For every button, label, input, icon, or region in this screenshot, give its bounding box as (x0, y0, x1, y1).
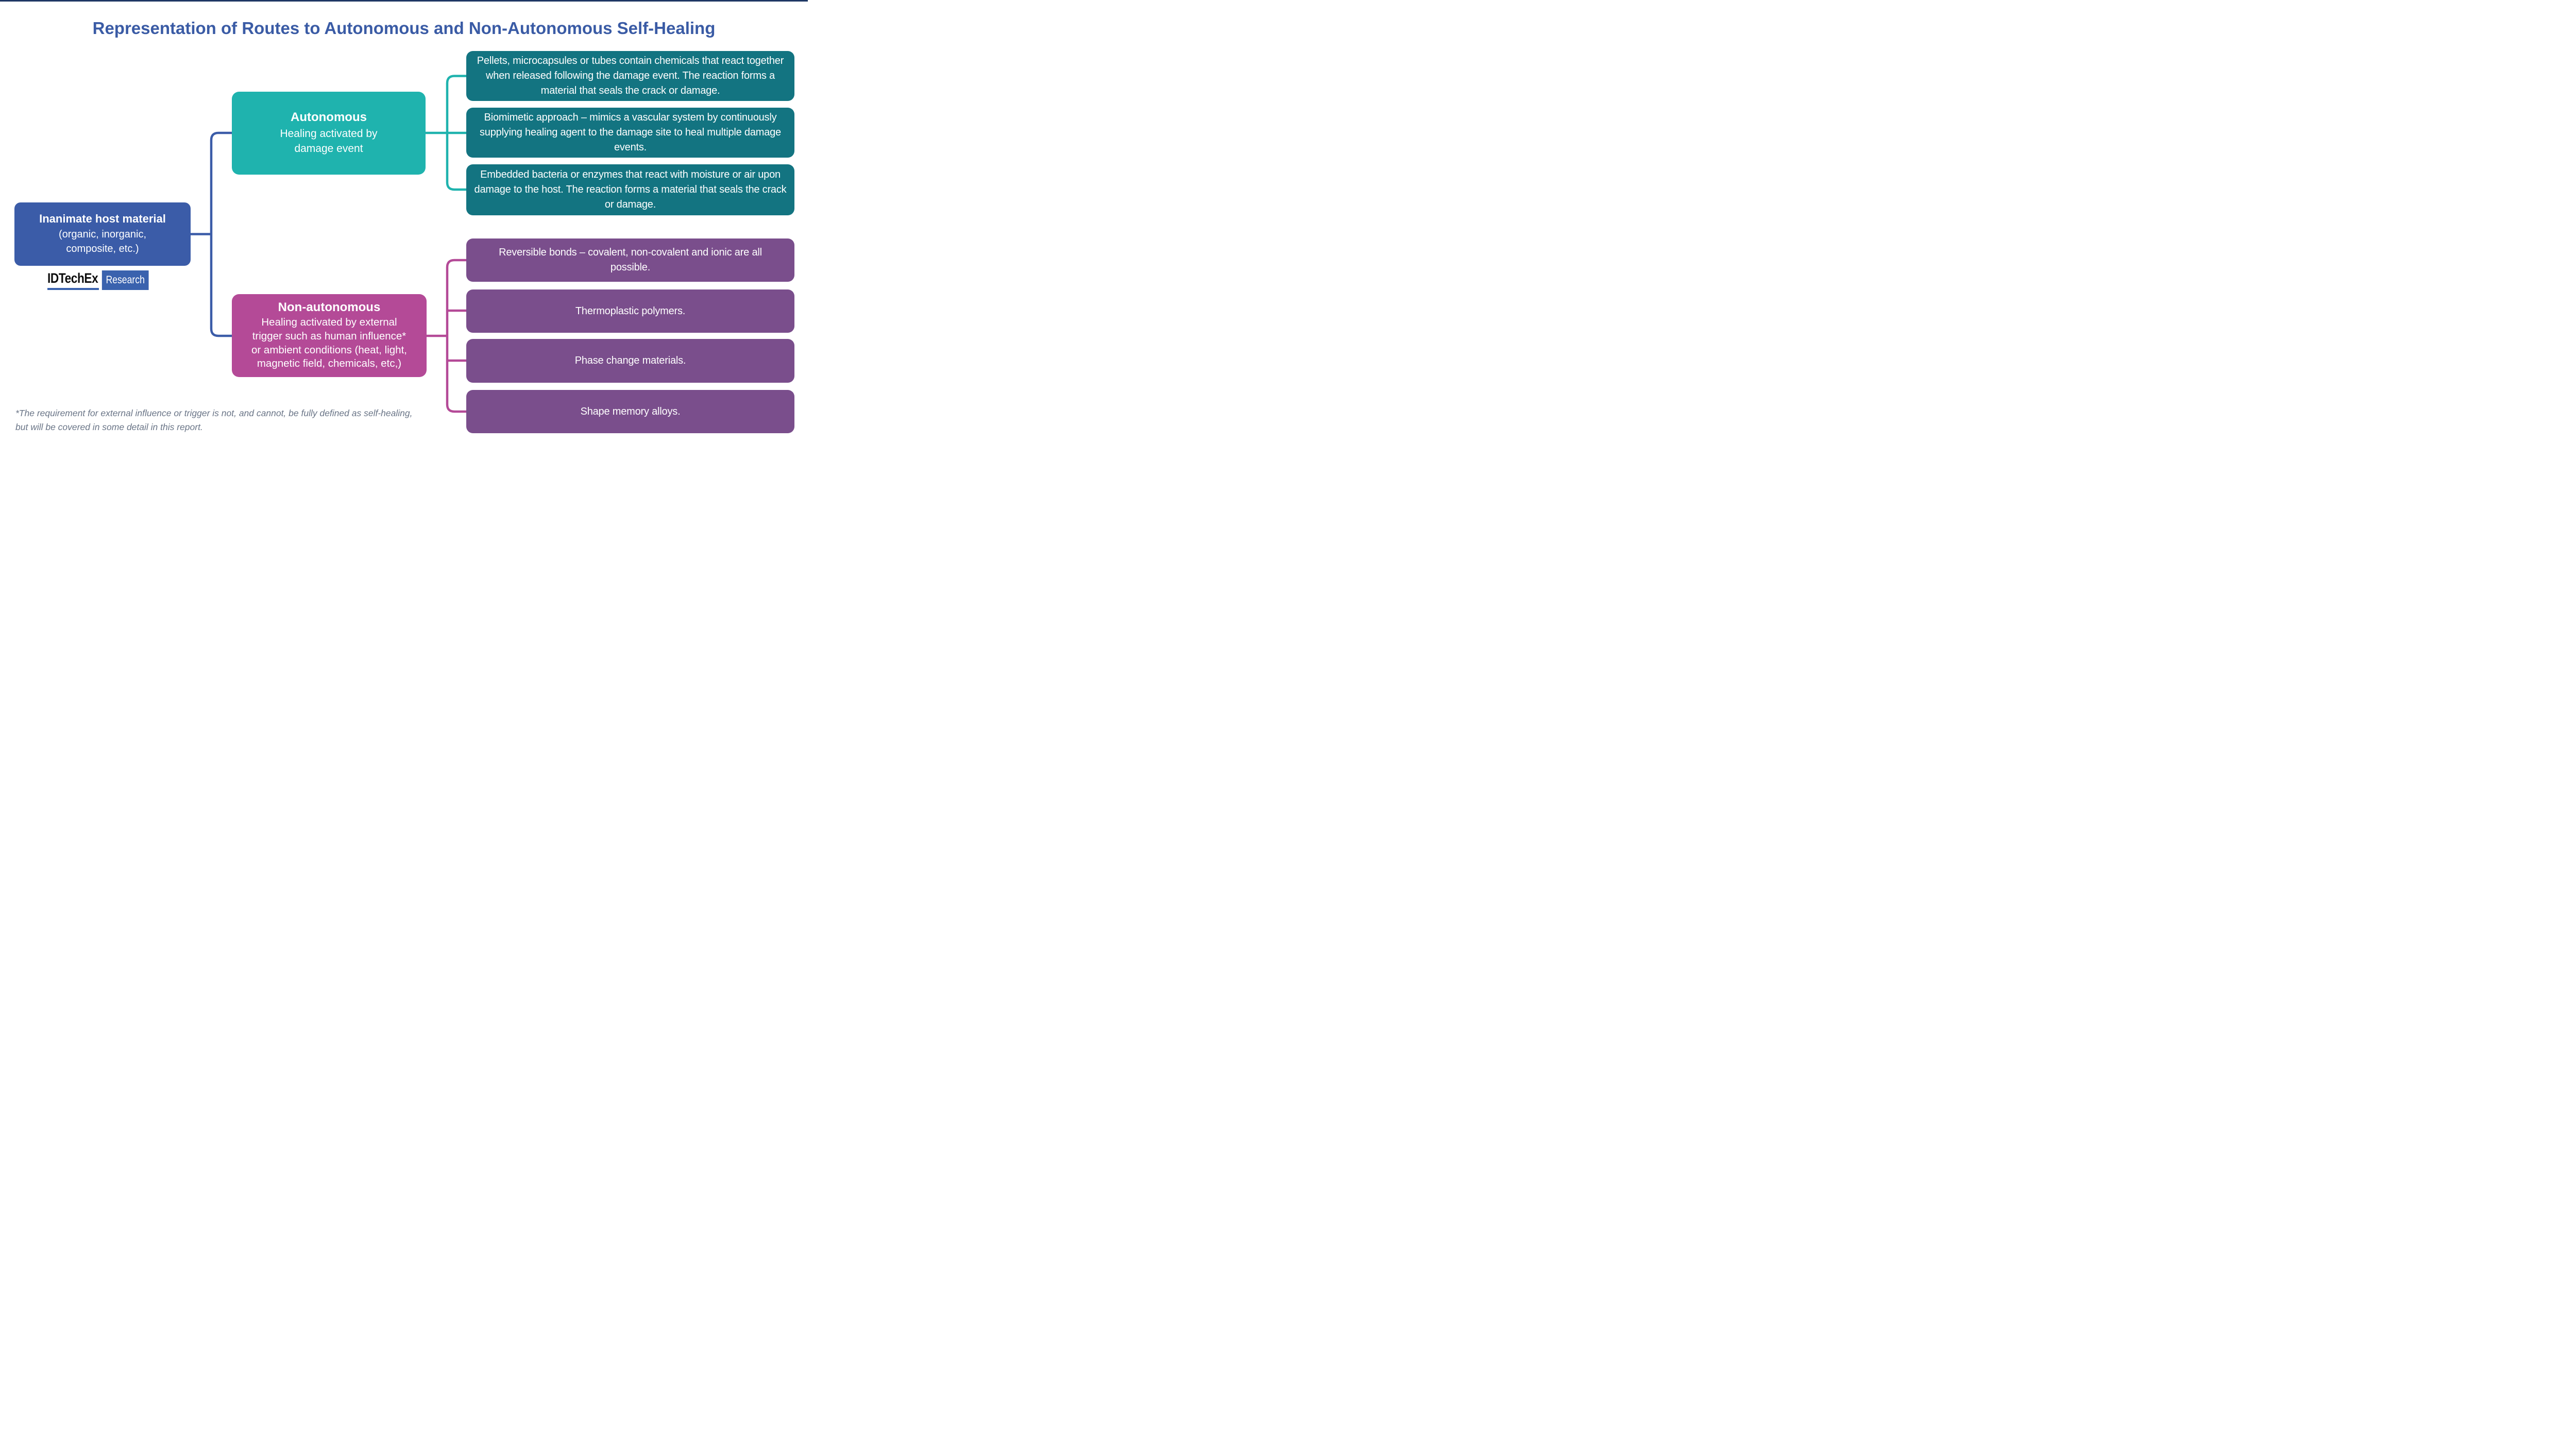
edge-nonautonomous-bracket (446, 259, 467, 413)
node-subtitle-line: or ambient conditions (heat, light, (251, 344, 407, 356)
node-title: Inanimate host material (39, 212, 166, 225)
route-text: Pellets, microcapsules or tubes contain … (477, 55, 784, 96)
idtechex-wordmark: IDTechEx (47, 270, 99, 290)
edge-root-bracket (210, 131, 233, 337)
node-title: Non-autonomous (278, 300, 381, 315)
route-text: Phase change materials. (574, 355, 686, 366)
node-subtitle-line: damage event (294, 142, 363, 155)
route-text: Reversible bonds – covalent, non-covalen… (499, 247, 762, 273)
route-text: Thermoplastic polymers. (575, 305, 686, 317)
diagram-canvas: Representation of Routes to Autonomous a… (0, 0, 808, 454)
route-text: Biomimetic approach – mimics a vascular … (480, 112, 781, 153)
node-route-phase-change-materials: Phase change materials. (466, 339, 794, 383)
footnote-line: *The requirement for external influence … (15, 408, 413, 418)
node-subtitle-line: Healing activated by (280, 128, 378, 140)
diagram-title: Representation of Routes to Autonomous a… (92, 19, 716, 38)
node-autonomous: Autonomous Healing activated by damage e… (232, 92, 426, 175)
node-inanimate-host-material: Inanimate host material (organic, inorga… (14, 202, 191, 266)
node-subtitle-line: trigger such as human influence* (252, 330, 406, 342)
node-route-biomimetic-vascular: Biomimetic approach – mimics a vascular … (466, 108, 794, 158)
footnote: *The requirement for external influence … (15, 406, 448, 434)
node-route-embedded-bacteria: Embedded bacteria or enzymes that react … (466, 164, 794, 215)
node-subtitle-line: (organic, inorganic, (58, 229, 147, 240)
node-subtitle-line: composite, etc.) (66, 243, 139, 254)
node-route-thermoplastic-polymers: Thermoplastic polymers. (466, 289, 794, 333)
node-subtitle-line: magnetic field, chemicals, etc,) (257, 357, 402, 370)
route-text: Shape memory alloys. (580, 405, 681, 417)
node-title: Autonomous (291, 110, 367, 125)
route-text: Embedded bacteria or enzymes that react … (474, 169, 787, 210)
connector-lines (190, 75, 467, 413)
research-badge: Research (101, 270, 149, 290)
node-route-shape-memory-alloys: Shape memory alloys. (466, 390, 794, 433)
node-subtitle-line: Healing activated by external (261, 316, 397, 329)
top-accent-bar (0, 0, 808, 2)
edge-autonomous-bracket (446, 75, 467, 191)
node-route-reversible-bonds: Reversible bonds – covalent, non-covalen… (466, 238, 794, 282)
footnote-line: but will be covered in some detail in th… (15, 422, 203, 433)
node-route-pellets-microcapsules: Pellets, microcapsules or tubes contain … (466, 51, 794, 101)
idtechex-logo: IDTechEx Research (47, 270, 149, 290)
node-non-autonomous: Non-autonomous Healing activated by exte… (232, 294, 427, 377)
